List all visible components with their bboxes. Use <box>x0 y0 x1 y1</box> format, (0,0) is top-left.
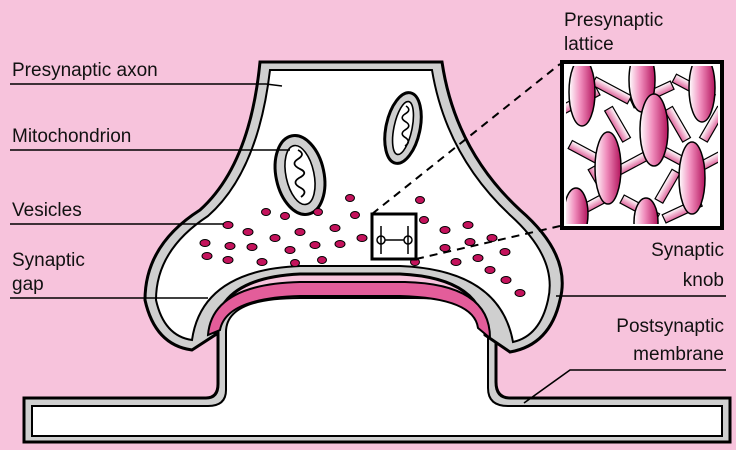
label-synaptic-gap-line1: Synaptic <box>12 250 85 271</box>
label-presynaptic-axon: Presynaptic axon <box>12 60 158 81</box>
label-postsynaptic-membrane-line1: Postsynaptic <box>616 316 724 337</box>
label-presynaptic-lattice-line1: Presynaptic <box>564 10 663 31</box>
label-vesicles: Vesicles <box>12 200 82 221</box>
label-postsynaptic-membrane-line2: membrane <box>633 344 724 365</box>
label-presynaptic-lattice-line2: lattice <box>564 34 614 55</box>
label-synaptic-knob-line1: Synaptic <box>651 240 724 261</box>
presynaptic-lattice-inset <box>560 48 728 246</box>
leader-presynaptic-axon <box>10 84 282 86</box>
label-synaptic-knob-line2: knob <box>683 270 724 291</box>
postsynaptic-cell <box>24 290 730 442</box>
label-synaptic-gap-line2: gap <box>12 274 44 295</box>
label-mitochondrion: Mitochondrion <box>12 126 131 147</box>
